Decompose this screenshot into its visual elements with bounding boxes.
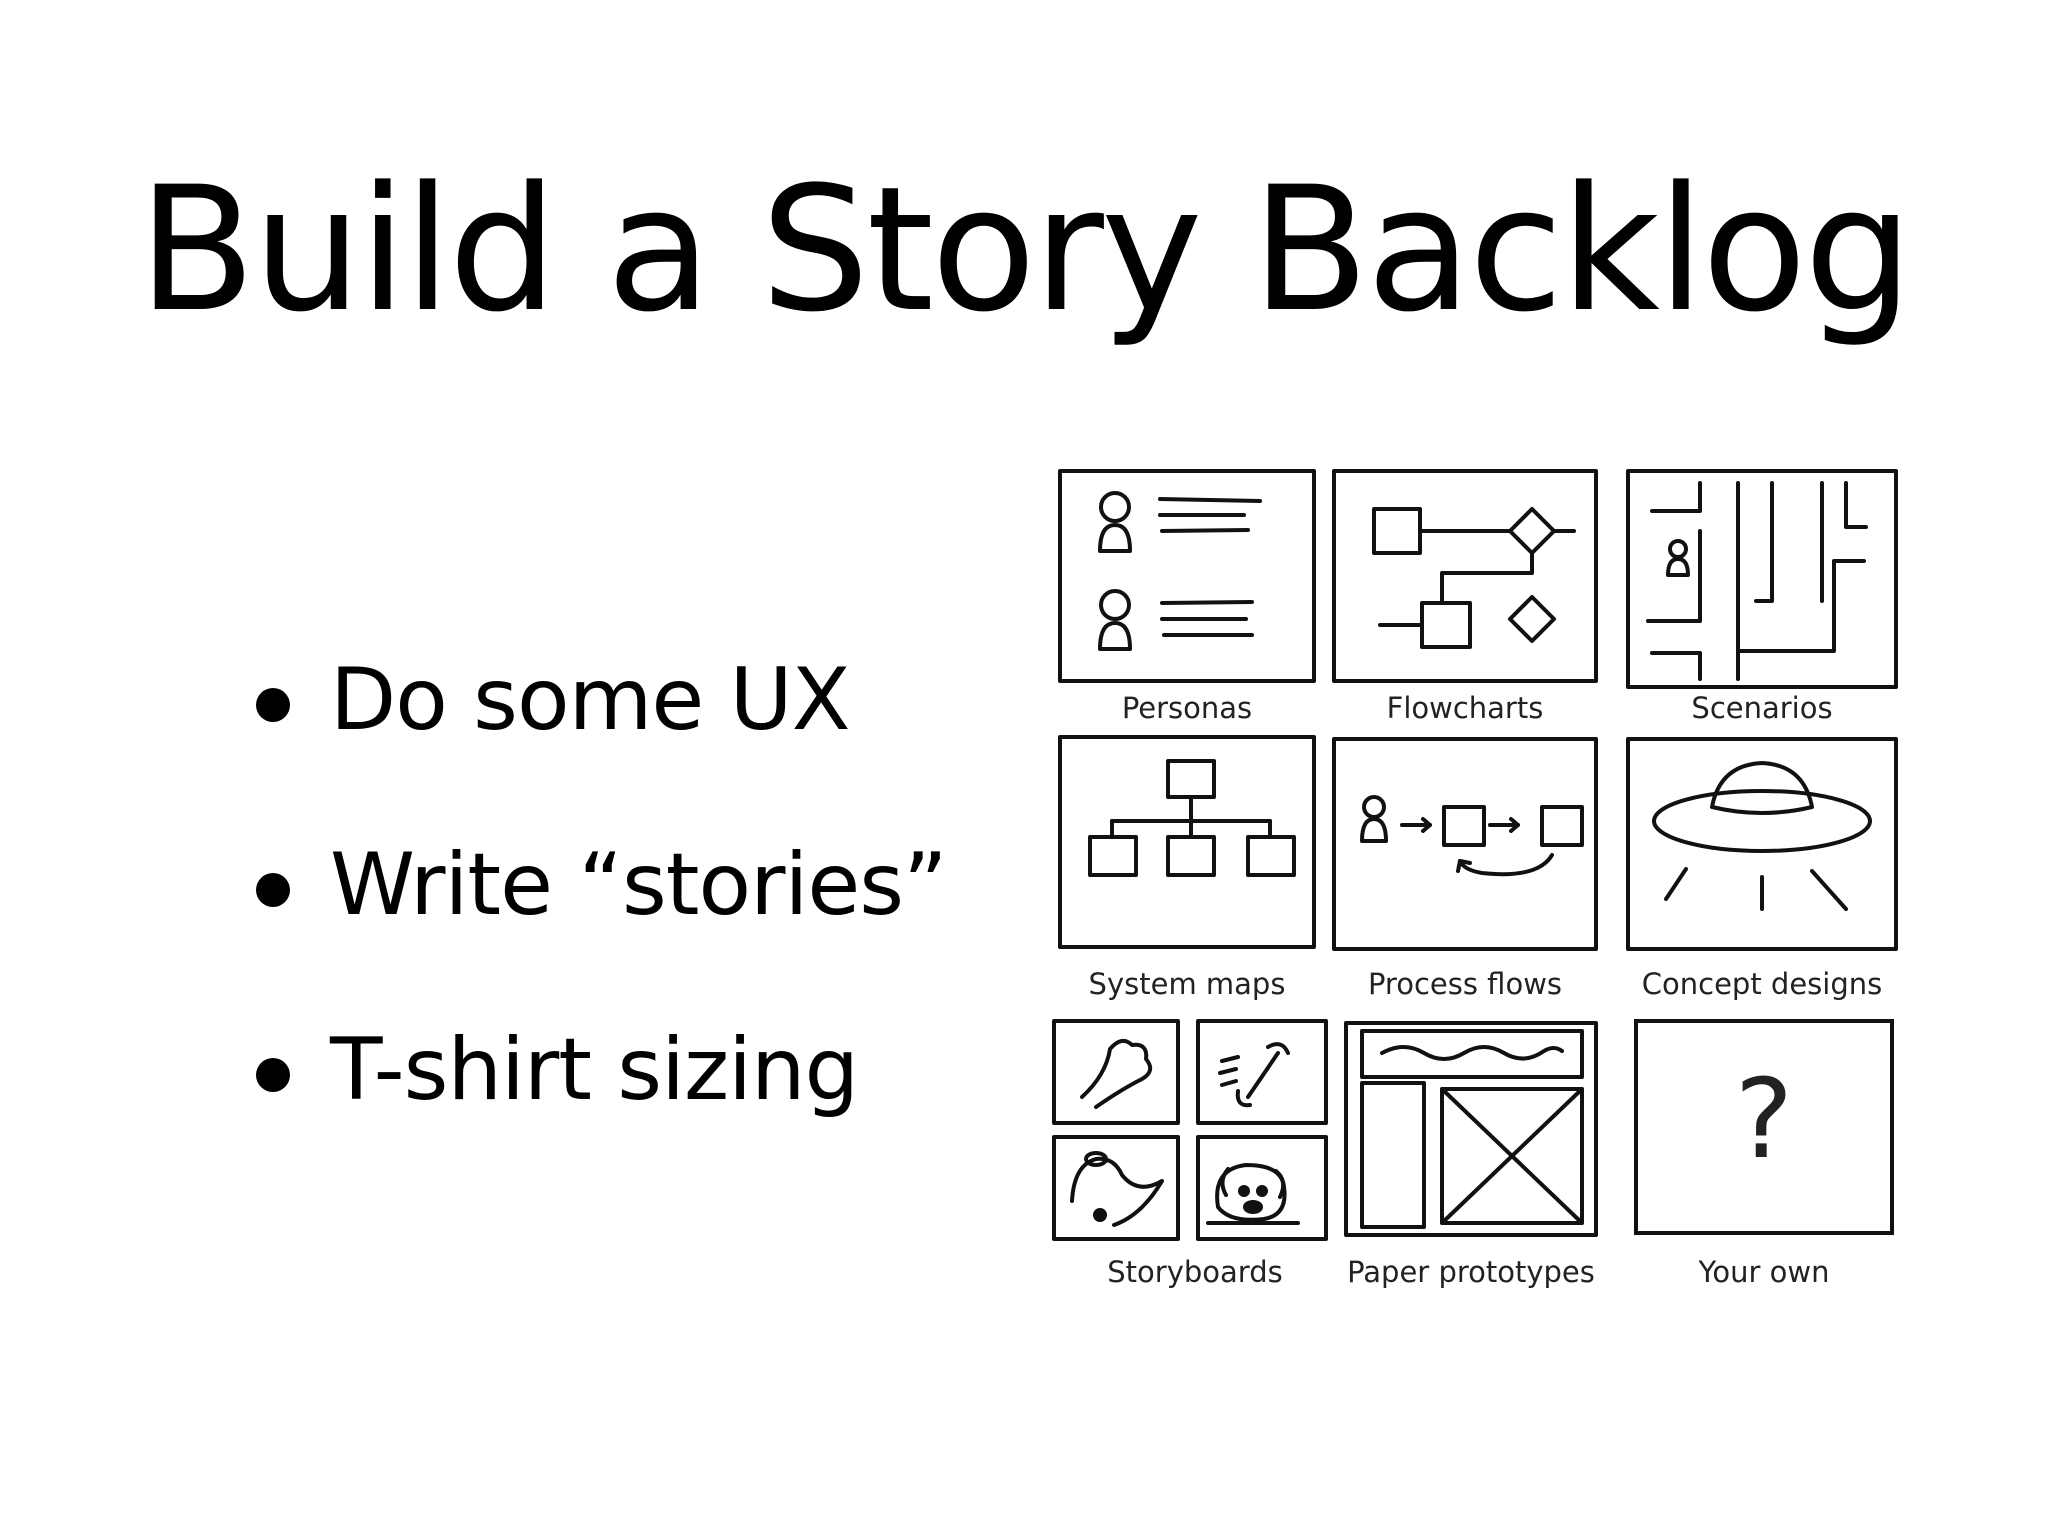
caption-process-flows: Process flows: [1367, 967, 1563, 1001]
caption-concept-designs: Concept designs: [1641, 967, 1883, 1001]
caption-scenarios: Scenarios: [1691, 691, 1833, 725]
storyboards-icon: [1052, 1019, 1328, 1241]
question-mark-icon: ?: [1734, 1055, 1794, 1183]
caption-personas: Personas: [1121, 691, 1253, 725]
caption-storyboards: Storyboards: [1107, 1255, 1283, 1289]
bullet-list: Do some UX Write “stories” T-shirt sizin…: [250, 650, 948, 1205]
process-flows-icon: [1332, 737, 1598, 951]
concept-designs-tile: [1626, 737, 1898, 951]
bullet-text: Write “stories”: [330, 835, 948, 935]
bullet-text: Do some UX: [330, 650, 850, 750]
your-own-tile: ?: [1634, 1019, 1894, 1235]
personas-tile: [1058, 469, 1316, 683]
paper-prototypes-icon: [1344, 1021, 1598, 1237]
flowcharts-tile: [1332, 469, 1598, 683]
ux-methods-figure: Personas Flowcharts: [1048, 465, 1908, 1305]
storyboards-tile: [1052, 1019, 1338, 1241]
bullet-dot-icon: [256, 1058, 290, 1092]
bullet-dot-icon: [256, 873, 290, 907]
caption-flowcharts: Flowcharts: [1386, 691, 1544, 725]
caption-system-maps: System maps: [1088, 967, 1286, 1001]
slide-title: Build a Story Backlog: [137, 149, 1913, 350]
caption-paper-prototypes: Paper prototypes: [1347, 1255, 1595, 1289]
concept-designs-icon: [1626, 737, 1898, 951]
bullet-item: T-shirt sizing: [250, 1020, 947, 1120]
bullet-dot-icon: [256, 688, 290, 722]
paper-prototypes-tile: [1344, 1021, 1598, 1237]
scenarios-icon: [1626, 469, 1898, 689]
bullet-text: T-shirt sizing: [330, 1020, 859, 1120]
bullet-item: Do some UX: [250, 650, 947, 750]
system-maps-tile: [1058, 735, 1316, 949]
caption-your-own: Your own: [1698, 1255, 1830, 1289]
bullet-item: Write “stories”: [250, 835, 948, 935]
scenarios-tile: [1626, 469, 1898, 689]
your-own-frame: [1634, 1019, 1894, 1235]
process-flows-tile: [1332, 737, 1598, 951]
flowcharts-icon: [1332, 469, 1598, 683]
personas-icon: [1058, 469, 1316, 683]
system-maps-icon: [1058, 735, 1316, 949]
